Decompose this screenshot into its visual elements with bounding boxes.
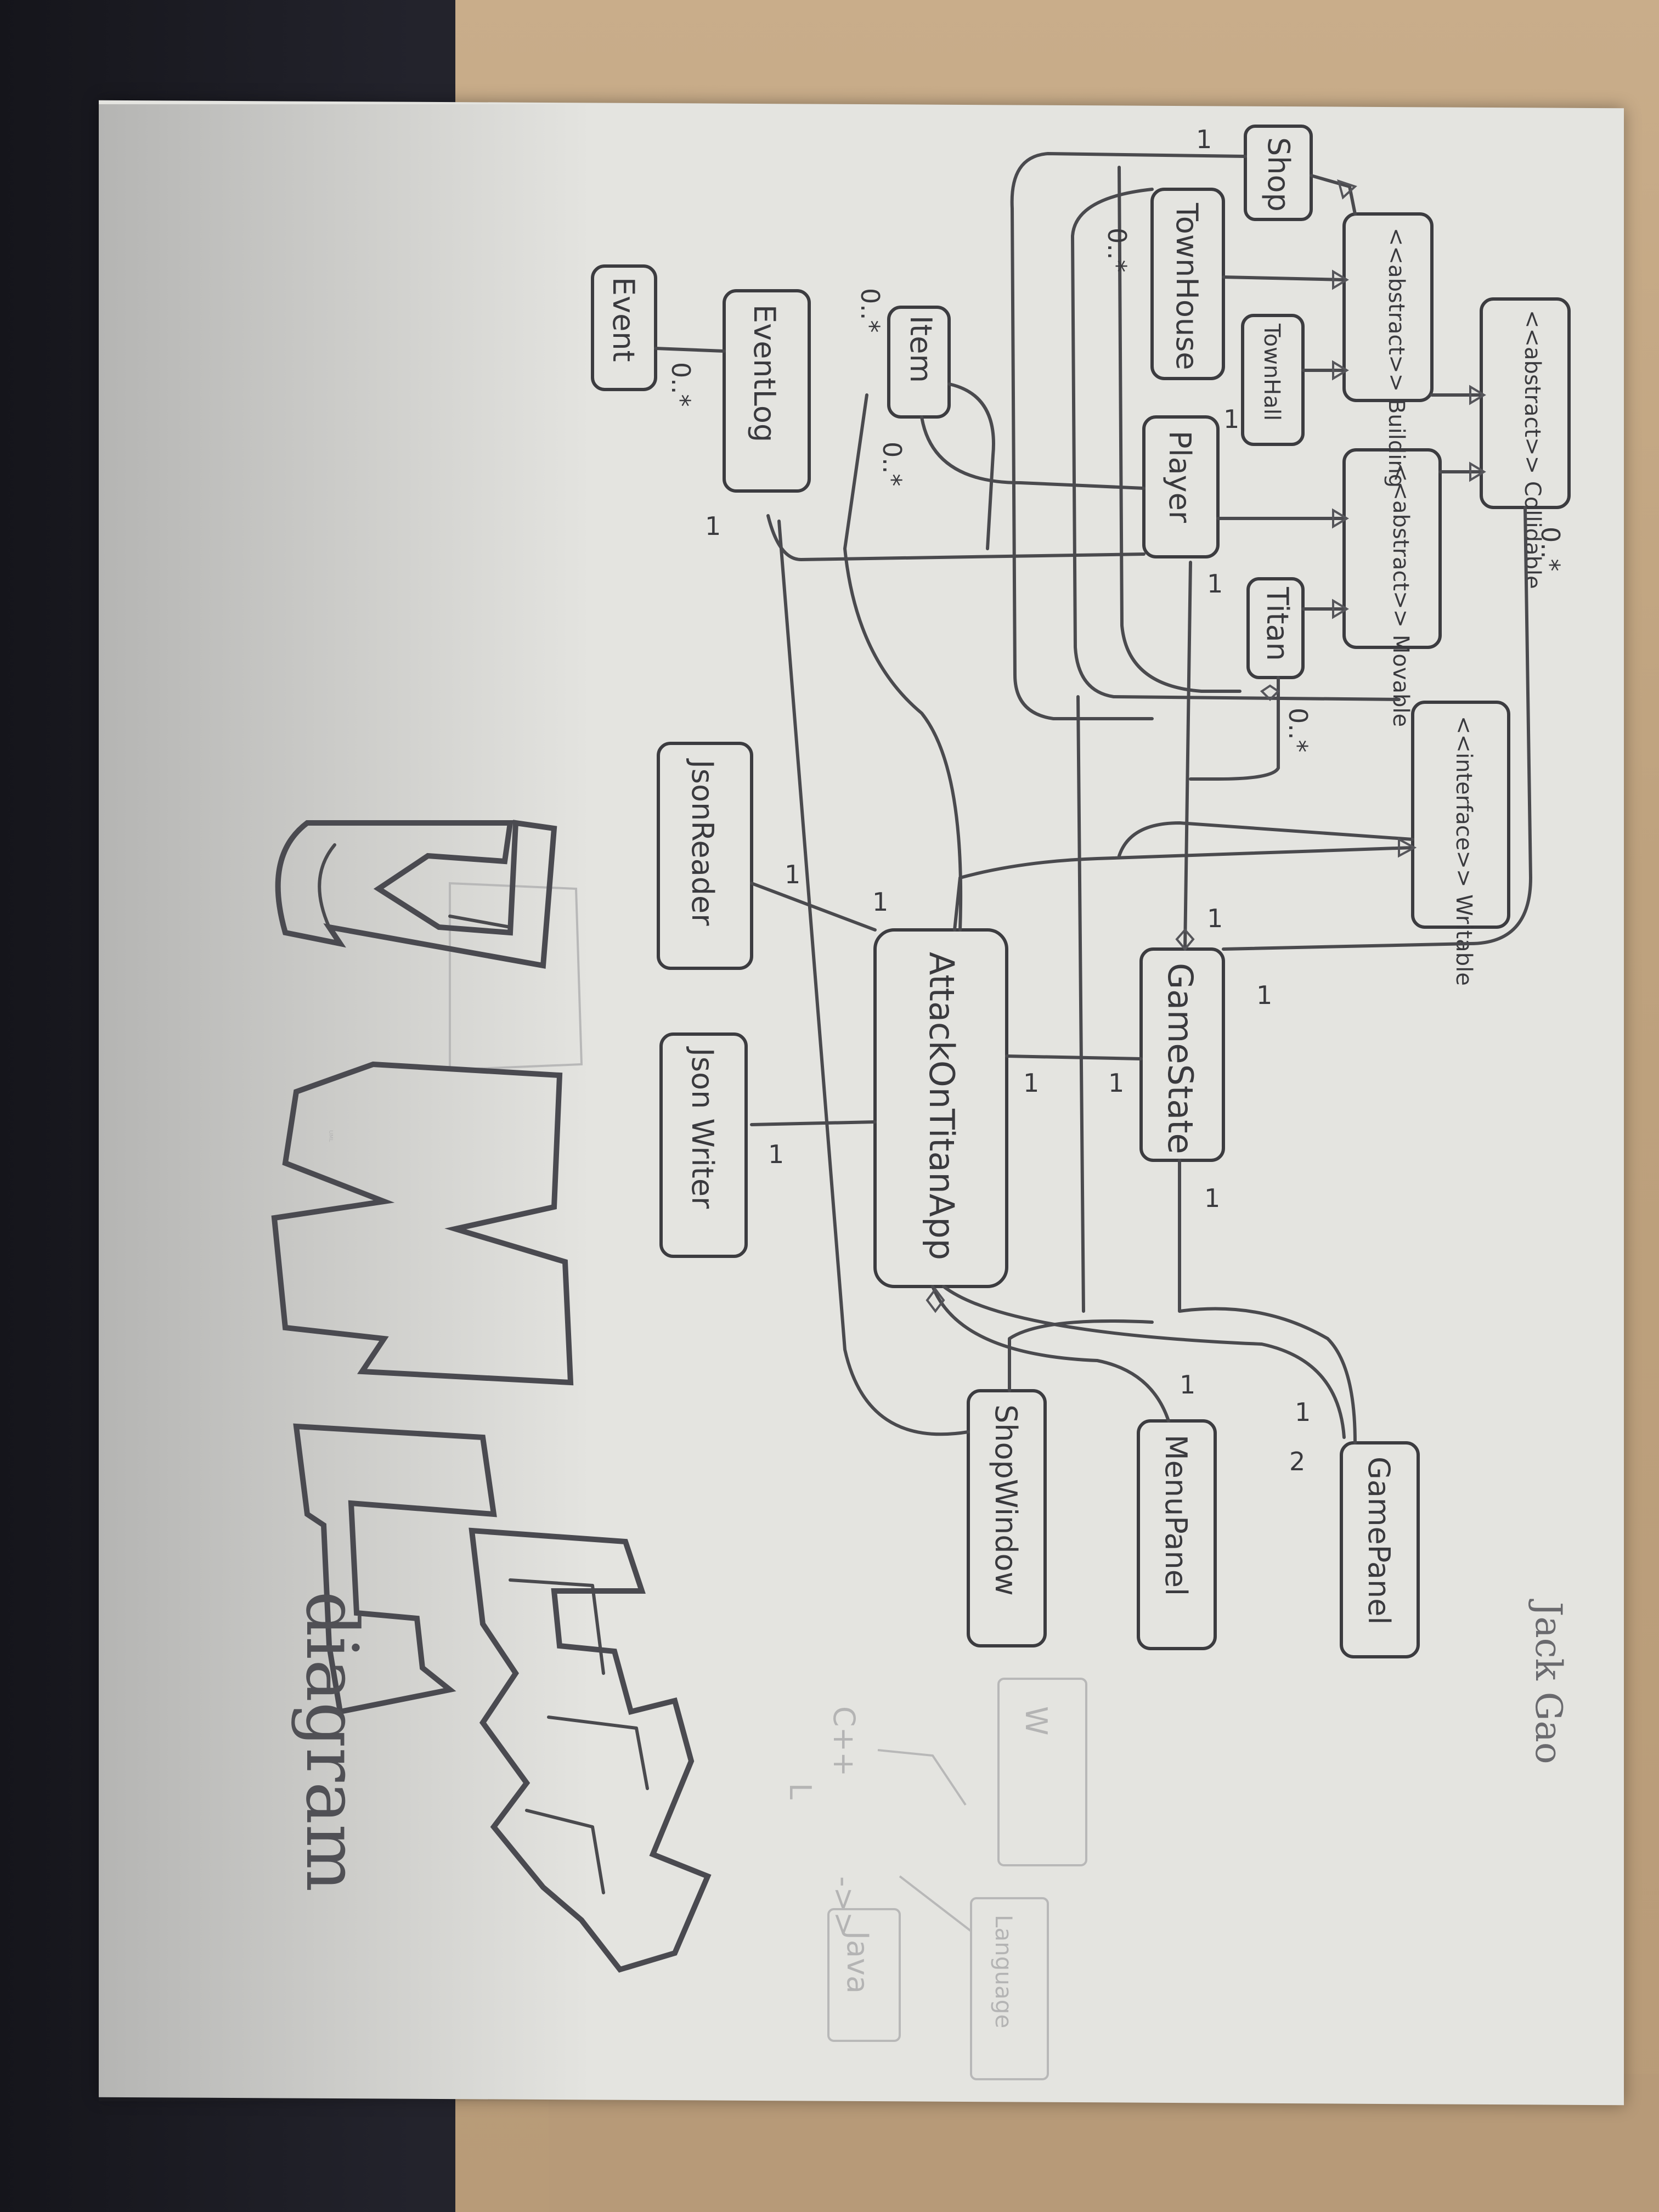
svg-text:Java: Java <box>840 1929 875 1994</box>
svg-text:JsonReader: JsonReader <box>685 758 720 926</box>
svg-text:TownHall: TownHall <box>1259 323 1284 421</box>
class-attackontitanapp: AttackOnTitanApp <box>873 928 1008 1288</box>
svg-text:1: 1 <box>1256 980 1272 1010</box>
svg-text:ShopWindow: ShopWindow <box>989 1404 1023 1596</box>
class-collidable: <<abstract>> Collidable <box>1480 297 1571 589</box>
svg-text:1: 1 <box>785 860 800 889</box>
class-menupanel: MenuPanel <box>1137 1419 1217 1650</box>
class-gamestate: GameState <box>1139 947 1225 1162</box>
class-jsonreader: JsonReader <box>657 742 753 970</box>
svg-text:MenuPanel: MenuPanel <box>1159 1435 1193 1596</box>
class-townhouse: TownHouse <box>1150 188 1225 380</box>
faint-sketch: W C++ ->> Java Language L <box>783 1678 1087 2080</box>
svg-text:C++: C++ <box>827 1706 861 1776</box>
svg-text:1: 1 <box>1108 1068 1124 1098</box>
svg-text:Item: Item <box>904 315 938 383</box>
class-eventlog: EventLog <box>723 289 811 493</box>
class-movable: <<abstract>> Movable <box>1342 448 1442 727</box>
diagram-caption: diagram <box>290 1591 374 1892</box>
svg-text:<<interface>> Writable: <<interface>> Writable <box>1451 716 1476 986</box>
svg-text:<<abstract>> Movable: <<abstract>> Movable <box>1388 464 1413 727</box>
svg-text:L: L <box>783 1783 817 1799</box>
svg-text:0..*: 0..* <box>877 442 907 487</box>
class-writable: <<interface>> Writable <box>1411 701 1510 986</box>
svg-text:0..*: 0..* <box>1536 527 1565 572</box>
class-player: Player <box>1142 415 1220 558</box>
svg-text:GamePanel: GamePanel <box>1362 1457 1396 1624</box>
svg-text:0..*: 0..* <box>666 362 696 407</box>
svg-text:W: W <box>1019 1706 1053 1735</box>
svg-text:0..*: 0..* <box>855 288 885 333</box>
svg-text:TownHouse: TownHouse <box>1170 202 1204 370</box>
svg-text:1: 1 <box>1204 1183 1220 1213</box>
ez-graffiti <box>469 1527 712 1973</box>
svg-text:1: 1 <box>1023 1068 1039 1098</box>
class-item: Item <box>887 306 951 419</box>
svg-text:1: 1 <box>1207 569 1223 599</box>
class-titan: Titan <box>1246 577 1305 679</box>
class-shopwindow: ShopWindow <box>967 1389 1047 1647</box>
svg-text:Player: Player <box>1163 431 1197 523</box>
svg-text:GameState: GameState <box>1160 963 1200 1154</box>
svg-text:Jack Gao: Jack Gao <box>1527 1599 1570 1764</box>
multiplicity-labels: 1 0..* 0..* 0..* 0..* 1 1 1 0..* 0..* 1 … <box>666 125 1565 1476</box>
svg-text:1: 1 <box>768 1139 784 1169</box>
class-jsonwriter: Json Writer <box>659 1032 748 1258</box>
class-townhall: TownHall <box>1241 314 1305 446</box>
svg-text:AttackOnTitanApp: AttackOnTitanApp <box>922 952 962 1260</box>
svg-text:1: 1 <box>1207 904 1223 933</box>
uml-logo-art <box>271 820 583 1715</box>
svg-text:Event: Event <box>606 277 641 362</box>
uml-logo-text: UML <box>328 1130 334 1142</box>
class-event: Event <box>591 264 657 391</box>
svg-text:Shop: Shop <box>1261 137 1296 212</box>
class-gamepanel: GamePanel <box>1340 1441 1420 1658</box>
svg-text:Json Writer: Json Writer <box>685 1046 720 1209</box>
svg-text:<<abstract>> Building: <<abstract>> Building <box>1384 228 1409 488</box>
svg-text:1: 1 <box>872 887 888 917</box>
svg-text:1: 1 <box>1180 1370 1195 1400</box>
svg-text:2: 2 <box>1289 1447 1305 1476</box>
author-signature: Jack Gao <box>1527 1599 1570 1764</box>
svg-text:Titan: Titan <box>1260 586 1295 661</box>
svg-text:1: 1 <box>705 511 721 541</box>
svg-text:1: 1 <box>1196 125 1212 154</box>
svg-text:Language: Language <box>990 1915 1017 2028</box>
svg-text:diagram: diagram <box>290 1591 374 1892</box>
svg-text:0..*: 0..* <box>1102 228 1132 273</box>
svg-text:1: 1 <box>1295 1397 1311 1427</box>
svg-text:0..*: 0..* <box>1283 708 1313 753</box>
svg-text:->>: ->> <box>827 1876 861 1937</box>
class-building: <<abstract>> Building <box>1342 212 1434 488</box>
svg-text:UML: UML <box>328 1130 334 1142</box>
svg-text:<<abstract>> Collidable: <<abstract>> Collidable <box>1520 310 1545 589</box>
svg-text:1: 1 <box>1223 404 1239 434</box>
svg-text:EventLog: EventLog <box>747 304 782 442</box>
class-shop: Shop <box>1244 125 1313 221</box>
relationship-lines <box>654 152 1532 1444</box>
